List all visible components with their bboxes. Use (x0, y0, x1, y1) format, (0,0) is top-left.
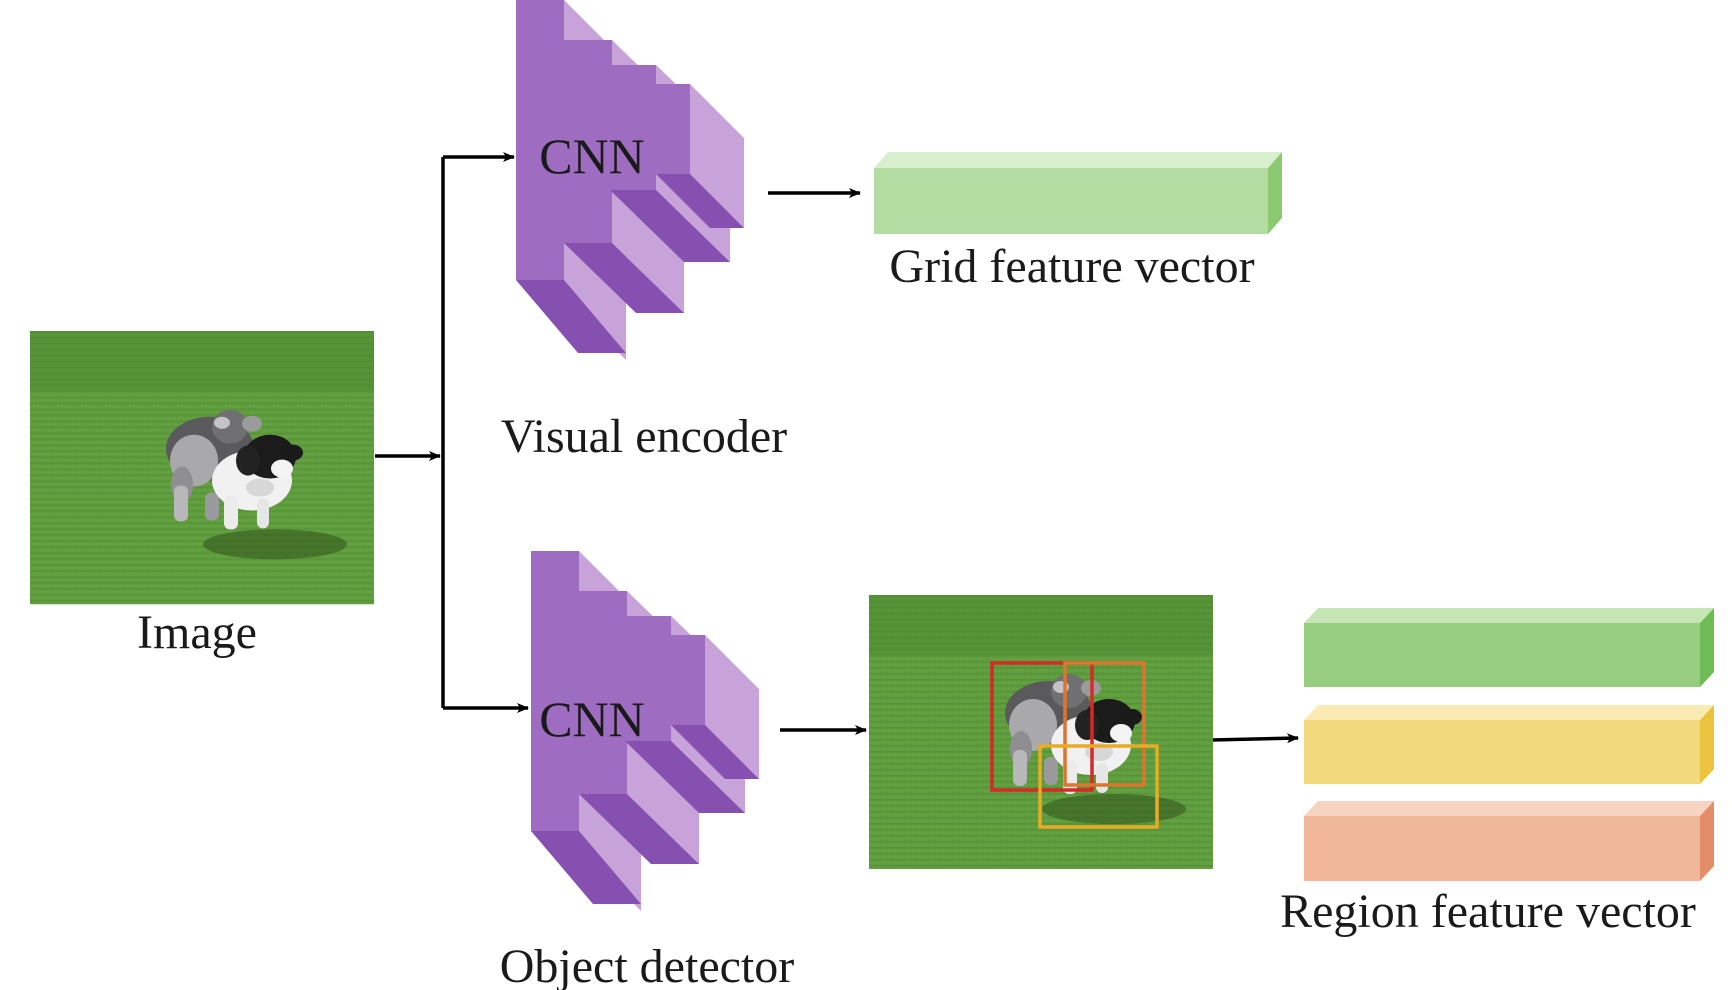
region-feature-vector-salmon (1304, 801, 1714, 881)
input-image (30, 331, 374, 605)
region-feature-vector-green (1304, 608, 1714, 687)
object-detector-label: Object detector (500, 940, 795, 990)
bbox-red (990, 661, 1094, 792)
grid-feature-vector-label: Grid feature vector (889, 240, 1254, 293)
visual-encoder-label: Visual encoder (501, 410, 787, 463)
bbox-yellow (1038, 744, 1159, 829)
grid-feature-vector-bar (874, 152, 1282, 234)
detection-image (869, 595, 1213, 869)
region-feature-vector-label: Region feature vector (1280, 885, 1696, 938)
bbox-orange (1063, 661, 1146, 787)
cnn-bottom-label: CNN (539, 691, 645, 747)
region-feature-vector-yellow (1304, 705, 1714, 784)
cnn-top-label: CNN (539, 128, 645, 184)
image-label: Image (137, 606, 257, 659)
arrow-connectors (375, 152, 1299, 744)
detections-to-region-arrow (1210, 733, 1299, 744)
